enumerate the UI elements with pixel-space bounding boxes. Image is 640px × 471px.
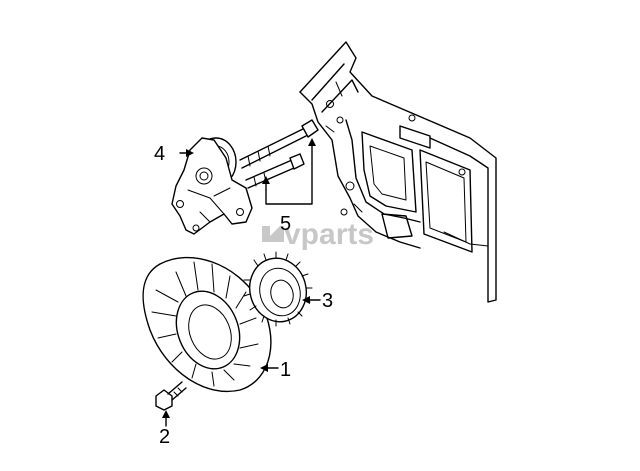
callout-5: 5 [280,213,291,235]
callout-leaders [162,138,321,427]
vparts-watermark: vparts [262,218,374,251]
fan-clutch [243,251,313,327]
callout-2: 2 [159,426,170,448]
callout-3: 3 [322,290,333,312]
radiator-support-panel [299,41,497,303]
water-pump [171,137,253,235]
watermark-text: vparts [284,218,374,251]
fan-bolt [155,381,187,411]
callout-1: 1 [280,359,291,381]
callout-4: 4 [154,143,165,165]
pump-mounting-bolts [239,119,319,189]
vparts-logo-icon [262,226,284,242]
cooling-fan [142,256,272,393]
